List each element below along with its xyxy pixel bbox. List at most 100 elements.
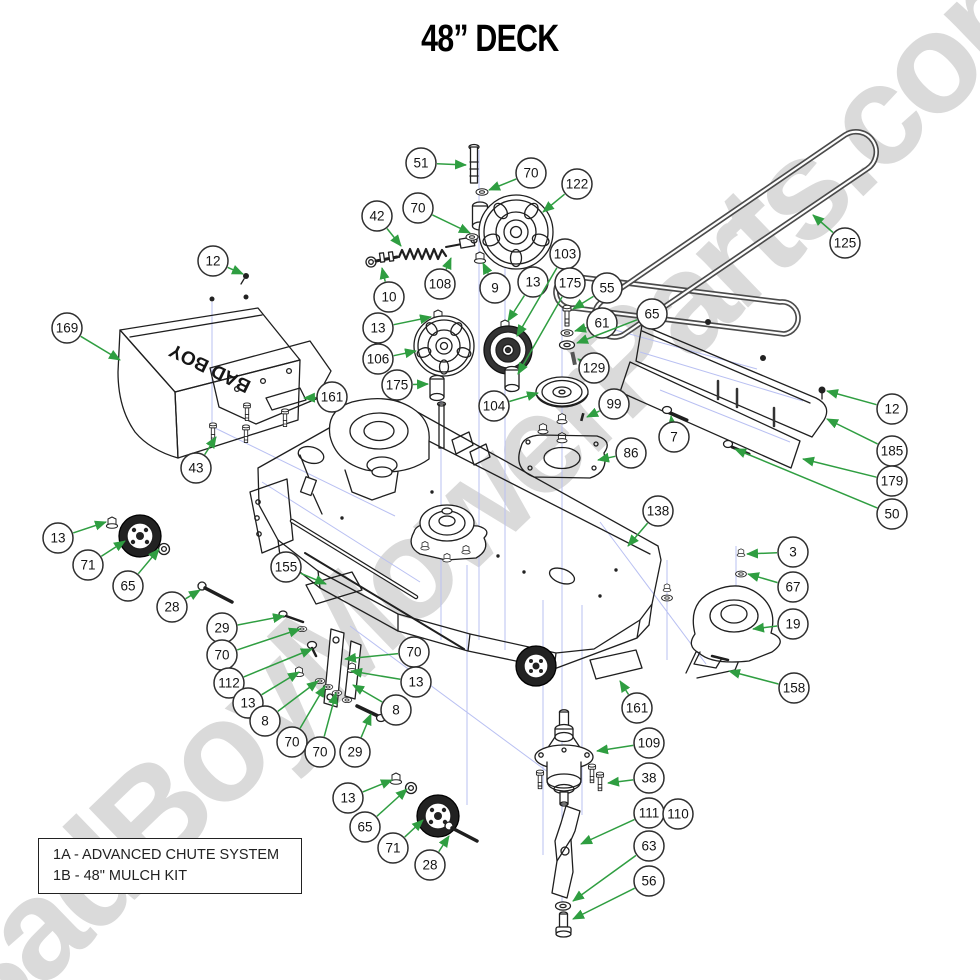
callout-104: 104 bbox=[478, 390, 539, 422]
callout-111: 111 bbox=[580, 797, 665, 845]
callout-number: 13 bbox=[370, 321, 385, 336]
callout-arrow bbox=[360, 713, 372, 738]
tension-spring-assembly bbox=[365, 236, 478, 268]
callout-99: 99 bbox=[586, 388, 630, 420]
callout-arrow bbox=[344, 652, 399, 663]
callout-51: 51 bbox=[405, 147, 467, 179]
callout-3: 3 bbox=[746, 536, 809, 568]
callout-number: 70 bbox=[406, 645, 421, 660]
spindle-assembly bbox=[534, 709, 605, 807]
callout-185: 185 bbox=[826, 418, 908, 467]
callout-arrow bbox=[574, 323, 587, 333]
callout-number: 13 bbox=[340, 791, 355, 806]
rear-baffle-plates bbox=[619, 319, 828, 469]
callout-155: 155 bbox=[270, 551, 327, 585]
callout-number: 109 bbox=[638, 736, 661, 751]
callout-12: 12 bbox=[826, 389, 908, 425]
callout-arrow bbox=[350, 667, 401, 681]
callout-125: 125 bbox=[812, 214, 861, 259]
callout-number: 28 bbox=[422, 858, 437, 873]
callout-158: 158 bbox=[728, 668, 810, 704]
callout-number: 129 bbox=[583, 361, 606, 376]
callout-arrow bbox=[80, 335, 121, 361]
callout-number: 161 bbox=[626, 701, 649, 716]
callout-138: 138 bbox=[627, 495, 674, 547]
callout-number: 103 bbox=[554, 247, 577, 262]
callout-67: 67 bbox=[747, 571, 809, 603]
callout-number: 63 bbox=[641, 839, 656, 854]
callout-arrow bbox=[299, 685, 326, 729]
callout-103: 103 bbox=[516, 238, 581, 337]
legend-box: 1A - ADVANCED CHUTE SYSTEM 1B - 48" MULC… bbox=[38, 838, 302, 894]
callout-161: 161 bbox=[619, 680, 653, 724]
callout-arrow bbox=[393, 348, 417, 359]
callout-number: 161 bbox=[321, 390, 344, 405]
callout-number: 70 bbox=[214, 648, 229, 663]
callout-9: 9 bbox=[479, 262, 511, 304]
callout-arrow bbox=[404, 819, 424, 838]
idler-pulley-103-stack bbox=[483, 319, 533, 393]
callout-70: 70 bbox=[276, 685, 326, 758]
callout-13: 13 bbox=[362, 312, 432, 344]
callout-arrow bbox=[572, 854, 637, 902]
callout-61: 61 bbox=[574, 307, 618, 339]
screw-12 bbox=[243, 273, 249, 279]
callout-13: 13 bbox=[350, 666, 432, 698]
callout-number: 9 bbox=[491, 281, 499, 296]
callout-number: 112 bbox=[218, 676, 240, 691]
pulley-122 bbox=[478, 194, 554, 270]
callout-number: 13 bbox=[408, 675, 423, 690]
legend-line: 1B - 48" MULCH KIT bbox=[53, 868, 188, 884]
callout-56: 56 bbox=[572, 865, 665, 920]
callout-arrow bbox=[237, 613, 285, 626]
legend-line: 1A - ADVANCED CHUTE SYSTEM bbox=[53, 847, 280, 863]
callout-arrow bbox=[577, 358, 591, 369]
pulley-106-stack bbox=[413, 309, 475, 449]
callout-112: 112 bbox=[213, 648, 313, 699]
callout-arrow bbox=[746, 548, 778, 559]
callout-number: 110 bbox=[667, 807, 689, 822]
callout-number: 86 bbox=[623, 446, 638, 461]
callout-8: 8 bbox=[352, 684, 412, 726]
callout-179: 179 bbox=[802, 456, 908, 497]
callout-number: 122 bbox=[566, 177, 589, 192]
callout-number: 185 bbox=[881, 444, 904, 459]
chute-mount-bracket bbox=[209, 273, 332, 444]
callout-110: 110 bbox=[662, 798, 694, 830]
callout-arrow bbox=[137, 548, 160, 575]
callout-number: 3 bbox=[789, 545, 797, 560]
callout-arrow bbox=[438, 835, 450, 853]
callout-number: 65 bbox=[357, 820, 372, 835]
callout-number: 65 bbox=[120, 579, 135, 594]
callout-number: 70 bbox=[312, 745, 327, 760]
callout-arrow bbox=[572, 887, 636, 920]
callout-arrow bbox=[362, 779, 393, 793]
discharge-cover bbox=[661, 548, 781, 669]
callout-arrow bbox=[580, 818, 635, 845]
callout-arrow bbox=[507, 295, 526, 322]
callout-70: 70 bbox=[488, 157, 547, 191]
callout-number: 138 bbox=[647, 504, 670, 519]
callout-arrow bbox=[597, 452, 616, 463]
linkage-cluster bbox=[278, 610, 387, 723]
callout-122: 122 bbox=[542, 168, 593, 213]
callout-number: 99 bbox=[606, 397, 621, 412]
callout-55: 55 bbox=[572, 272, 623, 310]
callout-number: 61 bbox=[594, 316, 609, 331]
callout-arrow bbox=[667, 415, 678, 428]
callout-number: 42 bbox=[369, 209, 384, 224]
callout-number: 158 bbox=[783, 681, 806, 696]
callout-number: 29 bbox=[214, 621, 229, 636]
callout-arrow bbox=[728, 668, 779, 685]
callout-number: 38 bbox=[641, 771, 656, 786]
callout-number: 12 bbox=[205, 254, 220, 269]
callout-number: 111 bbox=[639, 806, 660, 821]
callout-arrow bbox=[432, 214, 471, 234]
callout-number: 175 bbox=[386, 378, 409, 393]
callout-number: 8 bbox=[261, 714, 269, 729]
callout-arrow bbox=[619, 680, 631, 695]
callout-65: 65 bbox=[349, 788, 408, 843]
callout-175: 175 bbox=[517, 267, 586, 375]
callout-number: 55 bbox=[599, 281, 614, 296]
